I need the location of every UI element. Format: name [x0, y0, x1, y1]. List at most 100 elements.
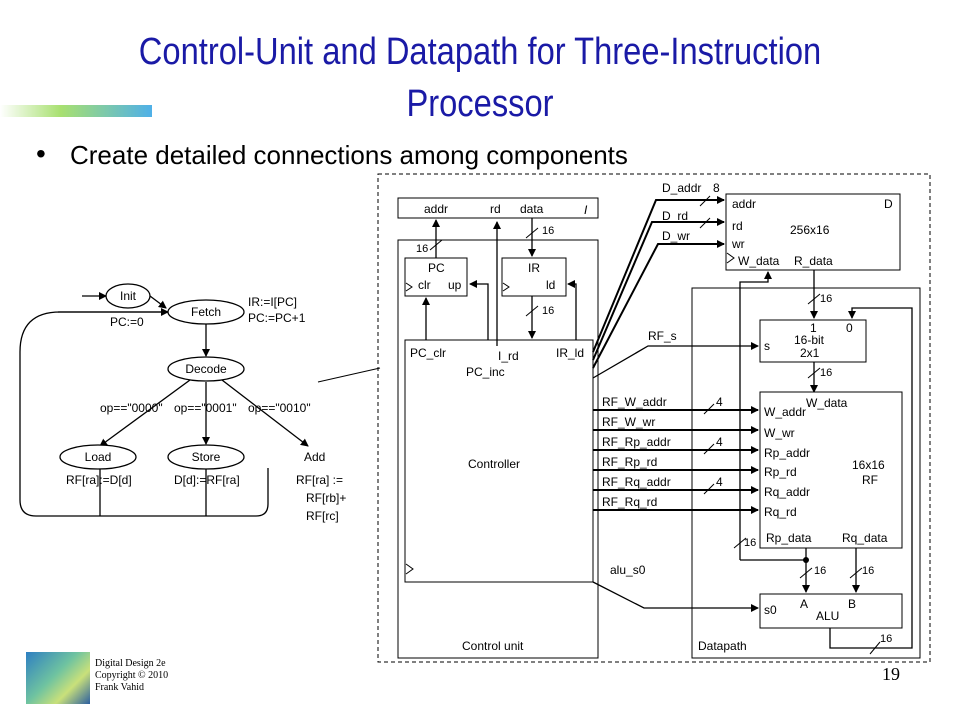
dmem-clock-icon	[726, 252, 735, 264]
datapath-box	[691, 287, 921, 659]
rp-data-to-dmem-wire	[739, 271, 772, 560]
fsm-state-init-label: Init	[120, 289, 137, 303]
sig-rf-w-addr-width: 4	[716, 395, 723, 409]
rf-w-addr-port: W_addr	[764, 405, 806, 419]
fsm-add-action-3: RF[rc]	[306, 509, 339, 523]
controller-to-dmem-wires	[592, 196, 725, 369]
ctrl-pc-clr-signal: PC_clr	[410, 346, 446, 360]
fsm-state-fetch: Fetch	[167, 299, 245, 325]
sig-rf-rp-addr: RF_Rp_addr	[602, 435, 671, 449]
bullet-dot-icon: •	[36, 138, 46, 169]
sig-rf-w-addr: RF_W_addr	[602, 395, 667, 409]
rf-rq-addr-port: Rq_addr	[764, 485, 810, 499]
pc-clr-port: clr	[418, 278, 431, 292]
fsm-state-init: Init	[105, 283, 151, 309]
mux-label-2: 2x1	[800, 346, 820, 360]
fsm-state-fetch-label: Fetch	[191, 305, 221, 319]
fsm-fetch-action-2: PC:=PC+1	[248, 311, 306, 325]
rf-rq-data-port: Rq_data	[842, 531, 888, 545]
slide-title-line-1: Control-Unit and Datapath for Three-Inst…	[138, 31, 822, 73]
page-number: 19	[882, 664, 900, 684]
footer-line-3: Frank Vahid	[95, 682, 144, 693]
ctrl-i-rd-signal: I_rd	[498, 349, 519, 363]
sig-d-addr: D_addr	[662, 181, 701, 195]
datapath-label: Datapath	[698, 639, 747, 653]
alu: A B ALU s0	[759, 593, 903, 629]
dmem-addr-port: addr	[732, 197, 756, 211]
rf-w-wr-port: W_wr	[764, 426, 795, 440]
controller-to-fetch-wires	[422, 221, 577, 346]
alu-s0-wire	[592, 581, 759, 612]
fsm-load-action: RF[ra]:=D[d]	[66, 473, 132, 487]
fsm-add-action-2: RF[rb]+	[306, 491, 346, 505]
rf-size: 16x16	[852, 458, 885, 472]
control-unit-label: Control unit	[462, 639, 524, 653]
dmem-name: D	[884, 197, 893, 211]
dmem-w-data-port: W_data	[738, 254, 780, 268]
rp-dmem-bus-width: 16	[744, 537, 756, 549]
fsm-state-store-label: Store	[192, 450, 221, 464]
alu-out-bus-width: 16	[880, 633, 892, 645]
alu-name: ALU	[816, 609, 839, 623]
fsm-state-store: Store	[167, 444, 245, 470]
fsm-store-action: D[d]:=RF[ra]	[174, 473, 240, 487]
imem-data-port: data	[520, 202, 544, 216]
ir-bus-width: 16	[542, 305, 554, 317]
controller-name: Controller	[468, 457, 520, 471]
rq-alu-bus-width: 16	[862, 565, 874, 577]
sig-d-wr: D_wr	[662, 229, 690, 243]
ctrl-pc-inc-signal: PC_inc	[466, 365, 505, 379]
footer-credits: Digital Design 2e Copyright © 2010 Frank…	[95, 658, 168, 694]
sig-d-addr-width: 8	[713, 181, 720, 195]
ir-name: IR	[528, 261, 540, 275]
mux-2x1: 1 0 16-bit 2x1 s	[759, 319, 867, 363]
rf-rp-rd-port: Rp_rd	[764, 465, 797, 479]
data-memory: addr D rd 256x16 wr W_data R_data	[725, 193, 901, 271]
fsm-cond-op2: op=="0010"	[248, 401, 311, 415]
alu-s0-port: s0	[764, 603, 777, 617]
controller-clock-icon	[405, 563, 414, 575]
ir-ld-port: ld	[546, 278, 555, 292]
mux-label-1: 16-bit	[794, 333, 825, 347]
ir-register: IR ld	[501, 257, 567, 297]
zoom-pointer-line	[317, 367, 381, 383]
footer-line-2: Copyright © 2010	[95, 670, 169, 681]
detail-frame	[377, 173, 931, 663]
fsm-cond-op1: op=="0001"	[174, 401, 237, 415]
sig-rf-rp-addr-width: 4	[716, 435, 723, 449]
rf-s-wire	[592, 342, 759, 379]
pc-clock-icon	[405, 282, 413, 292]
imem-bus-width: 16	[542, 225, 554, 237]
pc-register: PC clr up	[404, 257, 468, 297]
alu-a-port: A	[800, 597, 808, 611]
rf-rp-data-port: Rp_data	[766, 531, 812, 545]
controller-to-rf-wires	[593, 406, 759, 514]
fsm-state-add-label: Add	[304, 450, 325, 464]
fsm-cond-op0: op=="0000"	[100, 401, 163, 415]
pc-name: PC	[428, 261, 445, 275]
fsm-state-load-label: Load	[85, 450, 112, 464]
alu-to-mux-wire	[829, 307, 913, 649]
sig-alu-s0: alu_s0	[610, 563, 646, 577]
pc-bus-width: 16	[416, 243, 428, 255]
mux-in0-label: 0	[846, 321, 853, 335]
publisher-logo	[26, 652, 90, 704]
register-file: W_data W_addr W_wr Rp_addr Rp_rd Rq_addr…	[759, 391, 903, 549]
imem-rd-port: rd	[490, 202, 501, 216]
slide-title: Control-Unit and Datapath for Three-Inst…	[67, 26, 893, 130]
sig-rf-rp-rd: RF_Rp_rd	[602, 455, 657, 469]
rf-rp-addr-port: Rp_addr	[764, 446, 810, 460]
rf-rq-rd-port: Rq_rd	[764, 505, 797, 519]
dmem-rd-port: rd	[732, 219, 743, 233]
sig-rf-w-wr: RF_W_wr	[602, 415, 655, 429]
fsm-fetch-action-1: IR:=I[PC]	[248, 295, 297, 309]
bullet-text: Create detailed connections among compon…	[70, 140, 628, 170]
fsm-diagram	[19, 292, 309, 517]
rp-alu-bus-width: 16	[814, 565, 826, 577]
rf-w-data-port: W_data	[806, 396, 848, 410]
imem-name: I	[584, 203, 588, 217]
fsm-add-action-1: RF[ra] :=	[296, 473, 343, 487]
dmem-r-data-port: R_data	[794, 254, 833, 268]
title-accent-bar	[0, 105, 152, 117]
sig-rf-s: RF_s	[648, 329, 677, 343]
